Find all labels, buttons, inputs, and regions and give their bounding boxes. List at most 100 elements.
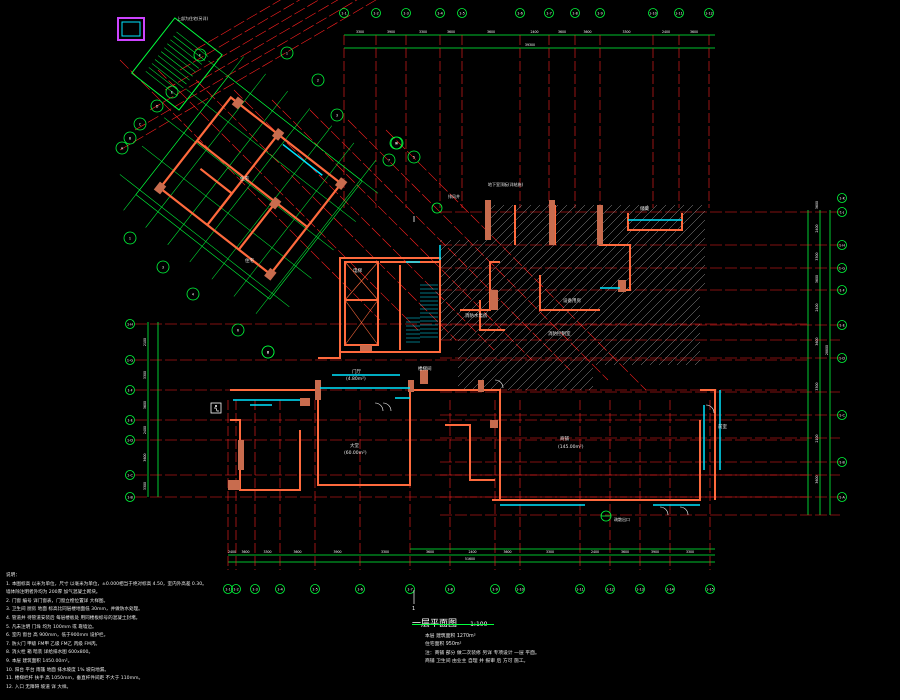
note-item: 6. 室内 窗台 高 900mm，低于900mm 设护栏。 [6,633,109,639]
note-item: 5. 凡未注明 门垛 均为 100mm 或 靠墙边。 [6,624,97,630]
rotated-pier [271,127,285,141]
rotated-letter-bubble-circle [150,99,164,113]
note-item: 墙体除注明者外均为 200厚 加气混凝土砌块。 [6,590,101,596]
left-axis-bubble-label: 1-B [127,495,133,499]
top-axis-bubble-circle [457,8,467,18]
hatch-line [440,205,601,390]
axis-line-diagonal [347,119,609,381]
hatch-line [444,205,646,390]
hatch-line [606,205,705,390]
right-axis-bubble-circle [837,285,847,295]
note-item: 11. 楼梯栏杆 扶手 高 1050mm，垂直杆件间距 不大于 110mm。 [6,676,144,682]
elevator-cross [344,261,379,301]
bottom-axis-bubble-circle [575,584,585,594]
hatch-line [440,205,556,390]
top-axis-bubble-circle [674,8,684,18]
wall-pier [485,200,491,240]
top-axis-bubble-label: 1-1 [341,11,347,15]
bottom-dimension: 2400 [591,550,599,554]
rotated-wall [206,133,279,226]
top-dimension: 3600 [558,30,566,34]
left-axis-bubble-circle [125,435,135,445]
accessibility-icon [210,402,222,414]
note-item: 9. 本层 建筑面积 1450.00m²。 [6,658,73,664]
rotated-letter-bubble-circle [115,141,129,155]
top-axis-bubble-label: 1-11 [675,11,683,15]
left-dimension: 3300 [143,371,147,379]
left-axis-bubble-label: 1-H [127,322,133,326]
axis-line-diagonal [119,0,377,151]
notes-list: 1. 本图标高 以米为单位，尺寸 以毫米为单位，±0.000相当于绝对标高 4.… [6,581,246,693]
axis-line-diagonal [271,99,533,361]
room-stair: 楼梯间 [418,365,432,372]
bottom-axis-bubble-label: 1-1 [225,587,231,591]
left-axis-bubble-label: 1-E [127,418,133,422]
hatch-line [498,205,700,390]
rotated-window [282,143,323,176]
rotated-axis-bubble-circle [389,136,403,150]
note-top-left: 上部为住宅(另详) [177,15,209,21]
room-vestibule: 前室 [718,423,727,430]
right-axis-bubble-circle [837,207,847,217]
rotated-grid-line [123,56,244,211]
lower-rotated-bubble-circle [231,323,245,337]
stair-tower-tread [167,43,199,69]
door-swing [374,402,384,412]
rotated-axis-bubble-label: 4 [396,141,398,145]
left-axis-bubble-circle [125,492,135,502]
right-axis-bubble-label: 1-F [839,288,844,292]
lower-rotated-bubble-label: 8 [267,350,269,354]
rotated-grid-line [208,60,379,194]
hatch-line [579,205,705,390]
axis-line-diagonal [119,59,381,321]
room-water: 消防水泵房 [465,312,488,319]
top-axis-bubble-circle [401,8,411,18]
rotated-letter-bubble-label: E [171,90,173,94]
right-dimension: 3600 [815,475,819,483]
bottom-dimension: 3900 [651,550,659,554]
wall-pier [315,380,321,400]
hatch-line [642,205,705,390]
axis-line-diagonal [164,0,320,91]
wall-segment [318,352,341,359]
rotated-letter-bubble-circle [123,131,137,145]
left-dimension: 2100 [143,338,147,346]
drawing-marker-number: 1 [412,606,415,612]
hatch-line [561,205,705,390]
notes-heading: 说明： [6,573,20,578]
top-dimension: 3600 [447,30,455,34]
wall-pier [597,205,603,245]
stair-tower-tread [154,59,187,85]
left-dimension: 2400 [143,426,147,434]
wall-pier [420,370,428,384]
note-hatch: 地下室顶板(详结施) [488,181,524,187]
door-swing [705,404,715,414]
left-dimension: 3600 [143,401,147,409]
rotated-letter-bubble-circle [165,85,179,99]
bottom-axis-bubble-label: 1-7 [407,587,413,591]
rotated-letter-bubble-label: B [129,136,132,140]
room-store: 储藏 [640,205,649,212]
elevator-cross [344,299,379,346]
wall-pier [549,200,555,245]
axis-line-diagonal [157,69,419,331]
top-dimension: 3600 [690,30,698,34]
wall-segment [317,390,411,486]
bottom-axis-bubble-circle [605,584,615,594]
bottom-axis-bubble-label: 1-11 [576,587,584,591]
left-axis-bubble-circle [125,355,135,365]
label-exit: 疏散出口 [614,516,630,522]
room-equipment: 设备用房 [563,297,581,304]
bottom-axis-bubble-label: 1-6 [357,587,363,591]
top-dimension: 3300 [622,30,630,34]
bottom-axis-bubble-circle [445,584,455,594]
hatch-line [534,205,705,390]
wall-pier [490,420,498,428]
stair-tower-tread [145,71,178,97]
right-axis-bubble-circle [837,492,847,502]
bottom-axis-bubble-circle [275,584,285,594]
hatch-line [480,205,682,390]
right-axis-bubble-label: 1-A [839,495,845,499]
note-item: 2. 门窗 编号 详门窗表，门窗立樘位置详 大样图。 [6,598,109,604]
